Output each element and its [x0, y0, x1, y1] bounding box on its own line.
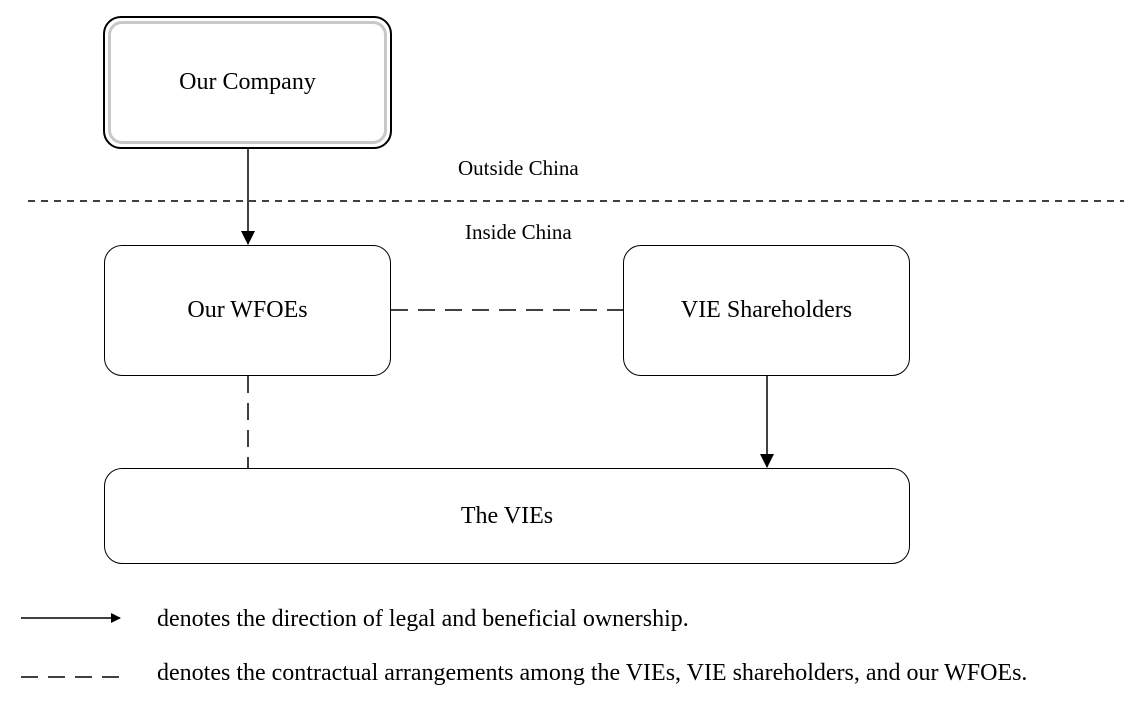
node-our-wfoes-label: Our WFOEs	[187, 297, 308, 323]
node-the-vies: The VIEs	[104, 468, 910, 564]
node-vie-shareholders-label: VIE Shareholders	[680, 297, 853, 323]
node-our-company: Our Company	[103, 16, 392, 149]
node-our-wfoes: Our WFOEs	[104, 245, 391, 376]
node-our-company-label: Our Company	[179, 69, 316, 95]
node-vie-shareholders: VIE Shareholders	[623, 245, 910, 376]
region-label-inside-china: Inside China	[465, 220, 572, 244]
legend-solid-description: denotes the direction of legal and benef…	[157, 606, 689, 632]
region-label-outside-china: Outside China	[458, 156, 579, 180]
node-the-vies-label: The VIEs	[460, 502, 554, 529]
legend-dashed-description: denotes the contractual arrangements amo…	[157, 660, 1028, 686]
